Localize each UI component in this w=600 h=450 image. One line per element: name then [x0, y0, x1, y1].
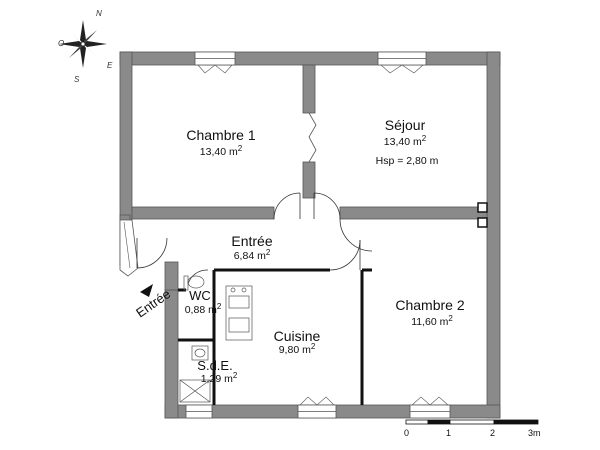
compass-o: O — [58, 39, 64, 48]
room-name-entree: Entrée — [231, 233, 272, 249]
room-name-sejour: Séjour — [385, 117, 426, 133]
room-area-sde: 1,29 m2 — [201, 371, 238, 385]
compass-n: N — [96, 9, 102, 18]
room-name-chambre1: Chambre 1 — [186, 127, 255, 143]
scale-label-1: 1 — [446, 428, 451, 438]
room-name-cuisine: Cuisine — [274, 328, 321, 344]
wc-fixture — [183, 275, 205, 291]
compass-rose: N E S O — [58, 9, 113, 84]
windows — [119, 51, 451, 419]
room-name-wc: WC — [189, 288, 211, 303]
room-area-chambre2: 11,60 m2 — [411, 314, 453, 328]
columns — [477, 202, 488, 228]
room-name-chambre2: Chambre 2 — [395, 297, 464, 313]
kitchen-fixtures — [225, 285, 253, 341]
room-area-cuisine: 9,80 m2 — [279, 342, 316, 356]
interior-partitions — [178, 268, 372, 405]
outer-walls — [119, 51, 501, 419]
door-swings — [136, 192, 373, 285]
room-labels: Chambre 1 13,40 m2 Séjour 13,40 m2 Hsp =… — [185, 117, 465, 385]
ceiling-height-note: Hsp = 2,80 m — [376, 155, 439, 167]
room-area-wc: 0,88 m2 — [185, 302, 222, 316]
bathroom-fixtures — [179, 345, 211, 403]
entry-arrow-icon — [140, 284, 153, 297]
scale-label-0: 0 — [404, 428, 409, 438]
room-name-sde: S.d.E. — [197, 358, 232, 373]
scale-bar: 0 1 2 3m — [404, 419, 541, 438]
room-area-chambre1: 13,40 m2 — [200, 144, 243, 158]
scale-label-2: 2 — [490, 428, 495, 438]
room-area-sejour: 13,40 m2 — [384, 134, 427, 148]
scale-label-3m: 3m — [528, 428, 541, 438]
compass-e: E — [107, 61, 113, 70]
sejour-side-door — [308, 112, 317, 163]
compass-s: S — [74, 75, 80, 84]
room-area-entree: 6,84 m2 — [234, 248, 271, 262]
